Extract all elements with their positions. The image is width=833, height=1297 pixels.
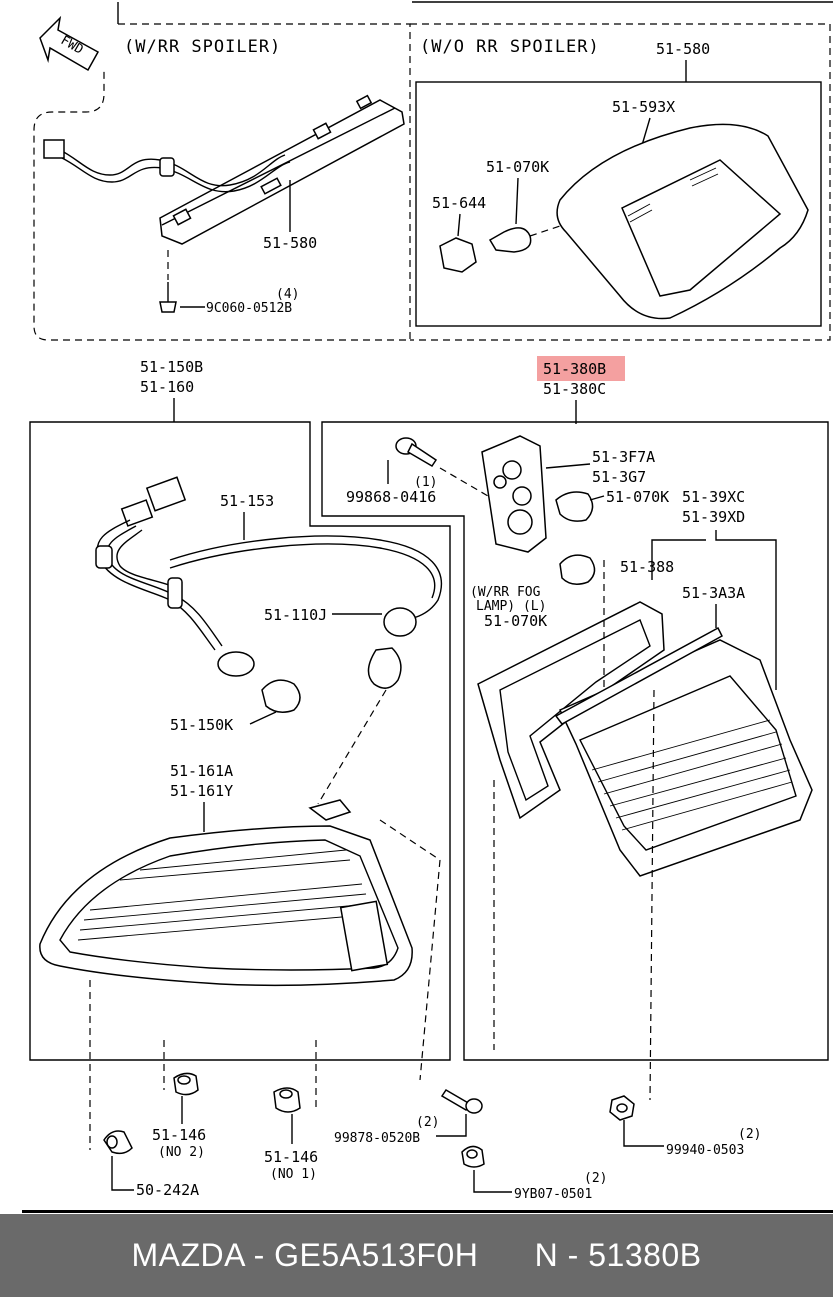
label-51-146-a: 51-146 (152, 1126, 206, 1144)
bulb-51-070k-top (488, 227, 532, 253)
clip-50-242a (103, 1130, 133, 1155)
bulb-51-110j (367, 647, 402, 689)
footer-diagram-number: N - 51380B (534, 1237, 702, 1273)
label-51-070k-mid: 51-070K (606, 488, 669, 506)
nut-51-146-no2 (173, 1072, 199, 1096)
label-99878-0520b: 99878-0520B (334, 1131, 420, 1146)
label-51-150k: 51-150K (170, 716, 233, 734)
label-lamp-l: LAMP) (L) (476, 599, 546, 614)
label-51-161y: 51-161Y (170, 782, 233, 800)
bulb-51-070k-fog (559, 554, 596, 585)
nut-99940-0503 (609, 1095, 635, 1121)
nut-9yb07-0501 (461, 1145, 485, 1168)
parts-diagram: FWD (W/RR SPOILER) (W/O RR SPOILER) 51-5… (29, 1, 833, 1202)
bulb-51-150k (261, 679, 301, 713)
tail-lamp-outer (39, 799, 413, 987)
label-51-39xd: 51-39XD (682, 508, 745, 526)
high-mount-lamp-spoiler (43, 94, 405, 313)
label-51-161a: 51-161A (170, 762, 233, 780)
top-right-frame (410, 23, 831, 341)
label-qty-2-b: (2) (738, 1127, 761, 1142)
fwd-arrow-icon: FWD (39, 15, 100, 72)
label-51-160: 51-160 (140, 378, 194, 396)
label-51-070k-top: 51-070K (486, 158, 549, 176)
label-51-380b: 51-380B (543, 360, 606, 378)
tail-lamp-inner (554, 626, 813, 877)
label-qty-1: (1) (414, 475, 437, 490)
wiring-harness-51-153 (95, 476, 443, 677)
label-99940-0503: 99940-0503 (666, 1143, 744, 1158)
label-51-39xc: 51-39XC (682, 488, 745, 506)
label-w-rr-fog: (W/RR FOG (470, 585, 541, 600)
label-51-070k-fog: 51-070K (484, 612, 547, 630)
label-51-644: 51-644 (432, 194, 486, 212)
label-51-580-left: 51-580 (263, 234, 317, 252)
label-51-380c: 51-380C (543, 380, 606, 398)
footer-oem-number: MAZDA - GE5A513F0H (131, 1237, 479, 1273)
highlight-51-380b (537, 356, 625, 381)
label-screw-qty-4: (4) (276, 287, 299, 302)
screw-99868-0416 (395, 437, 438, 468)
high-mount-lamp-cover (556, 123, 809, 320)
label-51-3a3a: 51-3A3A (682, 584, 745, 602)
right-lamp-box (321, 421, 829, 1061)
label-9yb07-0501: 9YB07-0501 (514, 1187, 592, 1202)
label-qty-2-a: (2) (416, 1115, 439, 1130)
label-no-1: (NO 1) (270, 1167, 317, 1182)
socket-51-644 (439, 237, 477, 273)
wo-spoiler-box (415, 81, 822, 327)
label-51-3f7a: 51-3F7A (592, 448, 655, 466)
footer-rule (22, 1210, 833, 1213)
screw-99878-0520b (440, 1088, 483, 1114)
top-left-frame (33, 23, 411, 341)
left-lamp-box (29, 421, 451, 1061)
label-51-150b: 51-150B (140, 358, 203, 376)
label-no-2: (NO 2) (158, 1145, 205, 1160)
label-51-153: 51-153 (220, 492, 274, 510)
label-50-242a: 50-242A (136, 1181, 199, 1199)
part-number-footer: MAZDA - GE5A513F0H N - 51380B (0, 1214, 833, 1297)
label-99868-0416: 99868-0416 (346, 488, 436, 506)
label-qty-2-c: (2) (584, 1171, 607, 1186)
bulb-51-070k-mid (555, 491, 594, 522)
label-51-580-right: 51-580 (656, 40, 710, 58)
nut-51-146-no1 (273, 1087, 301, 1113)
heading-w-rr-spoiler: (W/RR SPOILER) (124, 37, 281, 57)
label-51-593x: 51-593X (612, 98, 675, 116)
label-51-3g7: 51-3G7 (592, 468, 646, 486)
label-51-146-b: 51-146 (264, 1148, 318, 1166)
heading-wo-rr-spoiler: (W/O RR SPOILER) (420, 37, 600, 57)
footer-spacer (478, 1237, 534, 1274)
bulb-socket-51-3f7a (481, 435, 547, 553)
label-51-388: 51-388 (620, 558, 674, 576)
label-51-110j: 51-110J (264, 606, 327, 624)
label-9c060-0512b: 9C060-0512B (206, 301, 292, 316)
